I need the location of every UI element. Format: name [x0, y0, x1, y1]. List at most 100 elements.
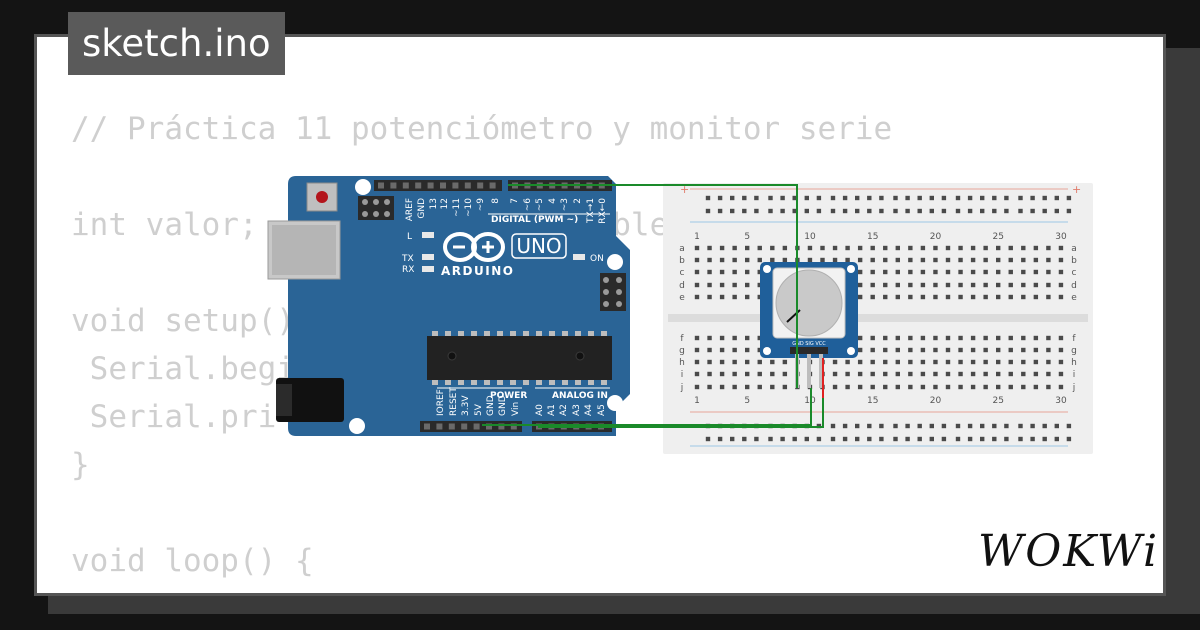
breadboard-hole: [945, 294, 951, 300]
header-pin: [440, 182, 446, 189]
row-letter: c: [1072, 268, 1077, 278]
pin-label: A1: [547, 404, 557, 416]
breadboard-hole: [967, 195, 973, 201]
breadboard-hole: [933, 294, 938, 300]
breadboard-hole: [719, 245, 725, 251]
breadboard-hole: [933, 335, 938, 341]
breadboard-hole: [992, 208, 997, 214]
breadboard-hole: [719, 335, 725, 341]
breadboard-hole: [694, 347, 700, 353]
breadboard-hole: [970, 335, 976, 341]
breadboard-hole: [908, 257, 913, 263]
breadboard-hole: [958, 282, 963, 288]
header-pin: [473, 423, 480, 430]
breadboard-hole: [1054, 208, 1059, 214]
breadboard-hole: [842, 423, 848, 429]
breadboard-hole: [905, 436, 910, 442]
breadboard-hole: [770, 245, 775, 251]
breadboard-hole: [855, 208, 860, 214]
breadboard-hole: [1033, 371, 1039, 377]
header-pin: [477, 182, 484, 189]
chip-pin: [445, 380, 451, 385]
uno-badge: [511, 233, 567, 259]
breadboard-hole: [732, 269, 737, 275]
pin-label: 2: [573, 198, 583, 204]
breadboard-hole: [832, 371, 838, 377]
breadboard-hole: [933, 359, 938, 365]
breadboard-hole: [908, 359, 913, 365]
breadboard-hole: [870, 384, 875, 390]
breadboard-hole: [955, 195, 961, 201]
breadboard-hole: [782, 245, 788, 251]
breadboard-hole: [816, 208, 822, 214]
breadboard-hole: [895, 269, 900, 275]
breadboard-hole: [883, 384, 888, 390]
breadboard-hole: [883, 347, 888, 353]
pin-label: 4: [548, 198, 558, 204]
breadboard-hole: [1033, 294, 1039, 300]
breadboard-hole: [830, 208, 836, 214]
breadboard-hole: [857, 245, 863, 251]
led-tx: [422, 254, 434, 260]
breadboard-hole: [945, 335, 951, 341]
breadboard-hole: [745, 257, 750, 263]
column-number: 1: [694, 232, 700, 242]
row-letter: j: [680, 383, 684, 393]
breadboard-hole: [842, 195, 848, 201]
breadboard-hole: [920, 245, 926, 251]
chip-pin: [549, 331, 555, 336]
digital-label: DIGITAL (PWM ~): [491, 215, 578, 225]
breadboard-hole: [1046, 384, 1051, 390]
breadboard-hole: [832, 384, 838, 390]
breadboard-hole: [893, 423, 898, 429]
breadboard-hole: [929, 423, 934, 429]
breadboard-hole: [1004, 208, 1009, 214]
breadboard-hole: [757, 371, 762, 377]
breadboard-hole: [845, 245, 850, 251]
breadboard-hole: [705, 436, 711, 442]
breadboard-hole: [1042, 436, 1047, 442]
breadboard-hole: [895, 359, 900, 365]
breadboard-hole: [933, 347, 938, 353]
breadboard-hole: [745, 335, 750, 341]
rail-plus-top-right: +: [1072, 183, 1081, 196]
breadboard-hole: [908, 347, 913, 353]
wire-ground: [482, 388, 812, 426]
breadboard-hole: [770, 257, 775, 263]
column-number: 15: [867, 232, 878, 242]
breadboard-hole: [945, 245, 951, 251]
breadboard-hole: [742, 436, 747, 442]
breadboard-hole: [958, 245, 963, 251]
breadboard-hole: [782, 384, 788, 390]
breadboard-hole: [719, 269, 725, 275]
breadboard-hole: [920, 335, 926, 341]
breadboard-hole: [908, 282, 913, 288]
breadboard-hole: [842, 208, 848, 214]
breadboard-hole: [745, 294, 750, 300]
breadboard-hole: [958, 335, 963, 341]
breadboard-hole: [745, 347, 750, 353]
breadboard-hole: [719, 384, 725, 390]
breadboard-hole: [1021, 282, 1026, 288]
breadboard-hole: [1018, 423, 1023, 429]
breadboard-hole: [842, 436, 848, 442]
breadboard-hole: [1008, 294, 1013, 300]
column-number: 30: [1055, 232, 1067, 242]
breadboard-hole: [945, 359, 951, 365]
breadboard-hole: [845, 257, 850, 263]
breadboard-hole: [996, 257, 1001, 263]
breadboard-hole: [920, 359, 926, 365]
breadboard-hole: [917, 208, 922, 214]
wire-analog: [538, 396, 824, 428]
breadboard-hole: [694, 359, 700, 365]
breadboard-hole: [945, 384, 951, 390]
breadboard-hole: [870, 347, 875, 353]
breadboard-hole: [792, 208, 797, 214]
breadboard-hole: [719, 257, 725, 263]
breadboard-hole: [992, 195, 997, 201]
breadboard-hole: [908, 335, 913, 341]
chip-pin: [601, 331, 607, 336]
breadboard-hole: [845, 359, 850, 365]
breadboard-hole: [757, 282, 762, 288]
